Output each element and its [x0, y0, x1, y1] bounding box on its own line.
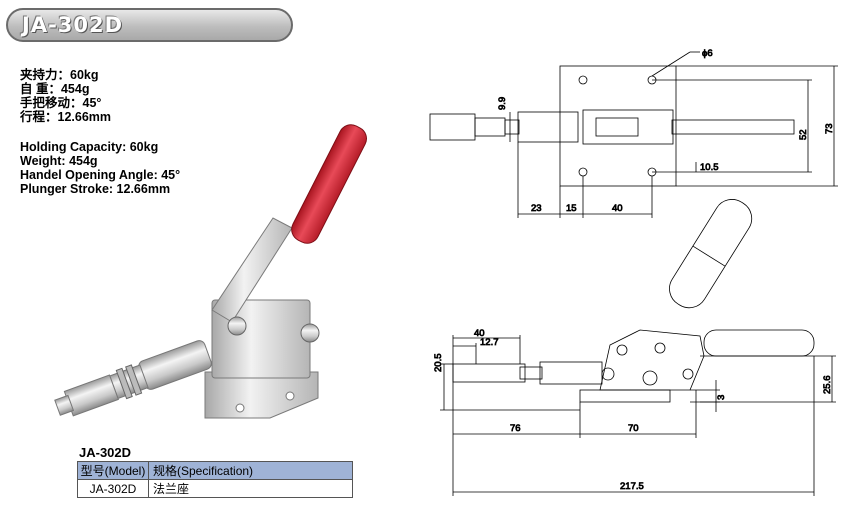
dim-10-5: 10.5: [700, 162, 719, 173]
spec-line: 行程：12.66mm: [20, 110, 112, 124]
dim-25-6: 25.6: [822, 376, 833, 395]
specs-chinese: 夹持力：60kg 自 重：454g 手把移动：45° 行程：12.66mm: [20, 68, 111, 124]
plunger: [54, 340, 212, 417]
dim-3: 3: [716, 395, 727, 400]
red-grip: [291, 124, 367, 244]
table-cell-spec: 法兰座: [148, 479, 353, 498]
dim-23: 23: [531, 203, 542, 214]
dim-76: 76: [510, 423, 521, 434]
table-cell-model: JA-302D: [77, 479, 149, 498]
spec-line: Handel Opening Angle: 45°: [20, 168, 181, 182]
hole: [578, 75, 588, 85]
side-view: [440, 199, 836, 496]
table-header-model: 型号(Model): [77, 461, 149, 480]
top-view-base: [559, 65, 677, 187]
spec-line: 夹持力：60kg: [20, 68, 99, 82]
model-title-badge: JA-302D: [6, 8, 293, 42]
dim-15: 15: [566, 203, 577, 214]
spec-line: Weight: 454g: [20, 154, 98, 168]
spec-line: Holding Capacity: 60kg: [20, 140, 159, 154]
dim-12-7: 12.7: [480, 337, 499, 348]
pivot-bolt: [300, 323, 320, 343]
dim-52: 52: [798, 129, 809, 140]
model-title: JA-302D: [22, 13, 124, 37]
dim-40: 40: [612, 203, 623, 214]
dim-40: 40: [474, 328, 485, 339]
specs-english: Holding Capacity: 60kg Weight: 454g Hand…: [20, 140, 180, 196]
dim-73: 73: [824, 123, 835, 134]
dim-70: 70: [628, 423, 639, 434]
dim-9-9: 9.9: [497, 97, 508, 110]
spec-line: 手把移动：45°: [20, 96, 102, 110]
mount-hole: [235, 403, 245, 413]
pivot-bolt: [227, 316, 247, 336]
mount-hole: [285, 391, 295, 401]
dim-hole-dia: ϕ6: [702, 48, 713, 59]
spec-line: 自 重：454g: [20, 82, 90, 96]
dim-217-5: 217.5: [620, 481, 644, 492]
table-header-spec: 规格(Specification): [148, 461, 353, 480]
model-label: JA-302D: [79, 445, 132, 460]
dim-20-5: 20.5: [433, 354, 444, 373]
top-view: [429, 51, 838, 218]
spec-table: 型号(Model) 规格(Specification) JA-302D 法兰座: [77, 461, 353, 498]
table-row: JA-302D 法兰座: [77, 479, 353, 498]
hole: [578, 167, 588, 177]
spec-line: Plunger Stroke: 12.66mm: [20, 182, 171, 196]
